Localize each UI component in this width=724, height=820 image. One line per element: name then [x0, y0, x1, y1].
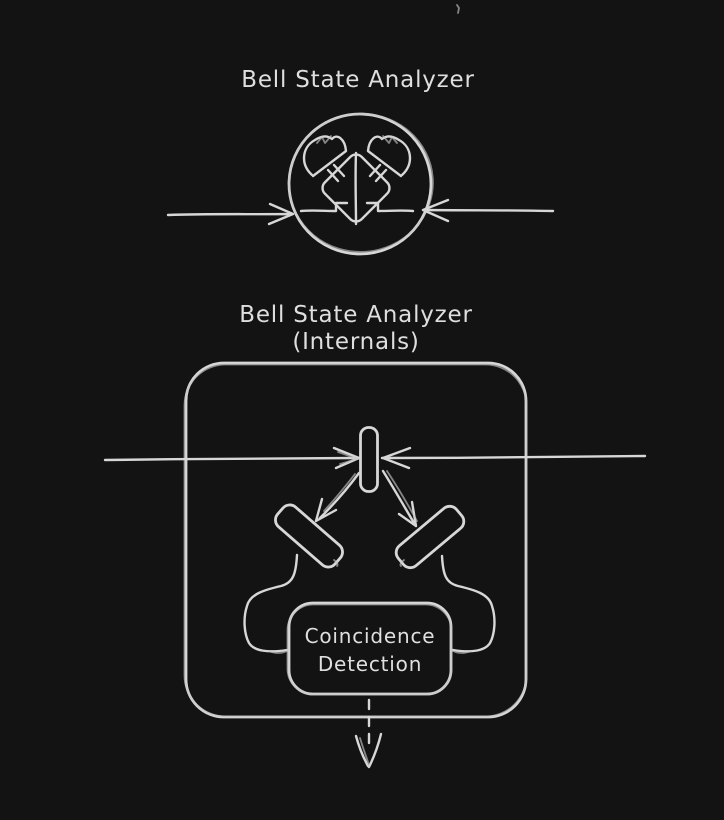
detector-left: [274, 503, 344, 569]
detector-right: [394, 504, 466, 570]
photon-line-left: [103, 446, 361, 470]
symbol-base-lines: [299, 201, 415, 213]
coincidence-label-line2: Detection: [317, 652, 423, 676]
input-arrow-right: [421, 198, 555, 223]
beam-splitter-bar: [359, 426, 379, 493]
internals-title-line2: (Internals): [292, 329, 420, 355]
coincidence-detection-box: [286, 601, 453, 696]
input-arrow-left: [166, 202, 295, 226]
split-arrow-left: [314, 471, 361, 523]
internals-title: Bell State Analyzer (Internals): [0, 302, 712, 356]
wire-right: [440, 554, 496, 654]
photon-line-right: [380, 446, 647, 470]
coincidence-label-line1: Coincidence: [304, 624, 436, 648]
coincidence-label: Coincidence Detection: [288, 622, 452, 678]
wire-left: [243, 553, 299, 654]
internals-title-line1: Bell State Analyzer: [239, 302, 473, 328]
detector-dome-right-icon: [366, 135, 412, 183]
analyzer-title: Bell State Analyzer: [241, 67, 475, 93]
detector-dome-left-icon: [302, 135, 348, 183]
internals-container-box: [183, 361, 528, 719]
stray-mark: [456, 4, 460, 14]
split-arrow-right: [381, 469, 418, 528]
output-arrow-dashed: [354, 698, 383, 769]
analyzer-symbol-circle: [287, 112, 434, 256]
